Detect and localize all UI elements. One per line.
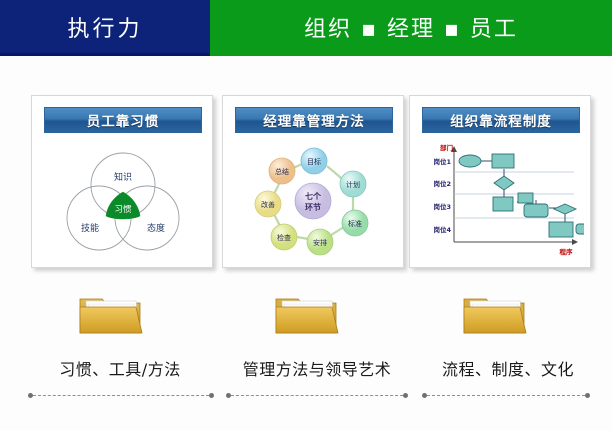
caption-habits: 习惯、工具/方法 xyxy=(59,360,181,379)
folder-front-panel xyxy=(275,306,339,334)
flow-y-axis-title: 部门 xyxy=(440,143,454,152)
venn-diagram-svg: 知识 习惯 技能 态度 xyxy=(66,152,180,251)
cycle-label-goal: 目标 xyxy=(307,157,321,166)
venn-label-knowledge: 知识 xyxy=(114,171,132,183)
rule-line xyxy=(427,395,585,396)
flow-node-start xyxy=(458,154,482,168)
venn-label-habit: 习惯 xyxy=(114,204,132,215)
flow-node-task-4 xyxy=(523,203,549,218)
venn-label-skills: 技能 xyxy=(81,222,99,234)
rule-line xyxy=(231,395,403,396)
dashed-rule-2 xyxy=(226,393,408,399)
card-title-text-1: 员工靠习惯 xyxy=(86,114,160,130)
flow-axes xyxy=(453,150,574,243)
flow-lane-label-3: 岗位3 xyxy=(433,202,451,211)
flow-nodes xyxy=(458,153,584,238)
card-body-venn: 知识 习惯 技能 态度 xyxy=(32,138,214,266)
dashed-rule-1 xyxy=(28,393,214,399)
rule-dot-left xyxy=(226,393,231,398)
header-left-title: 执行力 xyxy=(67,16,143,42)
rule-dot-right xyxy=(585,393,590,398)
header-right-panel: 组织 ▪ 经理 ▪ 员工 xyxy=(210,0,612,56)
flow-node-decision-2 xyxy=(552,203,578,215)
cycle-node-check xyxy=(270,223,298,251)
card-manager-methods[interactable]: 经理靠管理方法 xyxy=(222,95,404,268)
header-bar: 执行力 组织 ▪ 经理 ▪ 员工 xyxy=(0,0,612,56)
venn-label-attitude: 态度 xyxy=(147,222,165,234)
card-title-bar-3: 组织靠流程制度 xyxy=(422,107,580,133)
cycle-node-group xyxy=(254,147,369,256)
dashed-rule-3 xyxy=(422,393,590,399)
cycle-center-line2: 环节 xyxy=(305,202,321,212)
header-left-panel: 执行力 xyxy=(0,0,210,56)
flow-node-task-5 xyxy=(548,221,574,238)
flow-lane-label-4: 岗位4 xyxy=(433,225,451,234)
cycle-node-improve xyxy=(254,190,282,218)
cycle-node-goal xyxy=(300,147,328,175)
card-body-cycle: 目标 计划 标准 安排 检查 改善 总结 七个 环节 xyxy=(223,138,405,266)
cycle-label-check: 检查 xyxy=(277,233,291,242)
header-right-title: 组织 ▪ 经理 ▪ 员工 xyxy=(304,16,518,42)
flow-lane-gridlines xyxy=(454,171,574,219)
flow-lane-label-2: 岗位2 xyxy=(433,179,451,188)
rule-dot-right xyxy=(209,393,214,398)
card-employee-habits[interactable]: 员工靠习惯 知识 习惯 技能 态度 xyxy=(31,95,213,268)
cycle-center-line1: 七个 xyxy=(305,191,322,201)
folder-icon xyxy=(79,298,143,334)
flow-x-axis-title: 程序 xyxy=(559,247,574,256)
cycle-center-node xyxy=(294,182,332,220)
cycle-label-standard: 标准 xyxy=(348,219,362,228)
flow-node-end xyxy=(575,223,584,235)
cards-row: 员工靠习惯 知识 习惯 技能 态度 xyxy=(0,95,612,275)
rule-line xyxy=(33,395,209,396)
folder-icon xyxy=(275,298,339,334)
cycle-node-summary xyxy=(268,157,296,185)
flow-axis-arrow-up xyxy=(451,146,457,152)
cycle-node-arrange xyxy=(306,228,334,256)
card-org-process[interactable]: 组织靠流程制度 xyxy=(409,95,591,268)
folder-processes[interactable] xyxy=(456,285,532,343)
folder-front-panel xyxy=(463,306,527,334)
caption-methods: 管理方法与领导艺术 xyxy=(242,360,392,379)
cycle-label-plan: 计划 xyxy=(346,180,360,189)
card-title-text-3: 组织靠流程制度 xyxy=(450,114,552,130)
card-title-text-2: 经理靠管理方法 xyxy=(263,114,365,130)
flow-node-decision-1 xyxy=(493,175,515,191)
cycle-label-improve: 改善 xyxy=(261,200,275,209)
cycle-label-arrange: 安排 xyxy=(313,238,327,247)
flow-lane-label-1: 岗位1 xyxy=(433,157,451,166)
flow-node-task-1 xyxy=(491,153,515,169)
seven-step-cycle-svg: 目标 计划 标准 安排 检查 改善 总结 七个 环节 xyxy=(254,147,369,256)
card-title-bar-2: 经理靠管理方法 xyxy=(235,107,393,133)
flow-axis-arrow-right xyxy=(572,239,578,245)
card-title-bar-1: 员工靠习惯 xyxy=(44,107,202,133)
caption-processes: 流程、制度、文化 xyxy=(441,360,574,379)
flow-node-task-3 xyxy=(517,192,534,204)
cycle-node-plan xyxy=(339,170,367,198)
captions-row: 习惯、工具/方法 管理方法与领导艺术 流程、制度、文化 xyxy=(0,355,612,385)
cycle-node-standard xyxy=(341,209,369,237)
rule-dot-left xyxy=(28,393,33,398)
rule-dot-right xyxy=(403,393,408,398)
card-body-flow: 部门 程序 岗位1 岗位2 岗位3 岗位4 xyxy=(410,138,592,266)
swimlane-flowchart-svg: 部门 程序 岗位1 岗位2 岗位3 岗位4 xyxy=(433,143,584,256)
venn-center-overlap xyxy=(105,191,141,220)
rule-dot-left xyxy=(422,393,427,398)
dashed-rules-row xyxy=(0,390,612,402)
folder-habits[interactable] xyxy=(72,285,148,343)
folder-icon xyxy=(463,298,527,334)
folders-row xyxy=(0,285,612,347)
folder-methods[interactable] xyxy=(268,285,344,343)
flow-node-task-2 xyxy=(492,196,514,212)
cycle-label-summary: 总结 xyxy=(275,167,289,176)
folder-front-panel xyxy=(79,306,143,334)
